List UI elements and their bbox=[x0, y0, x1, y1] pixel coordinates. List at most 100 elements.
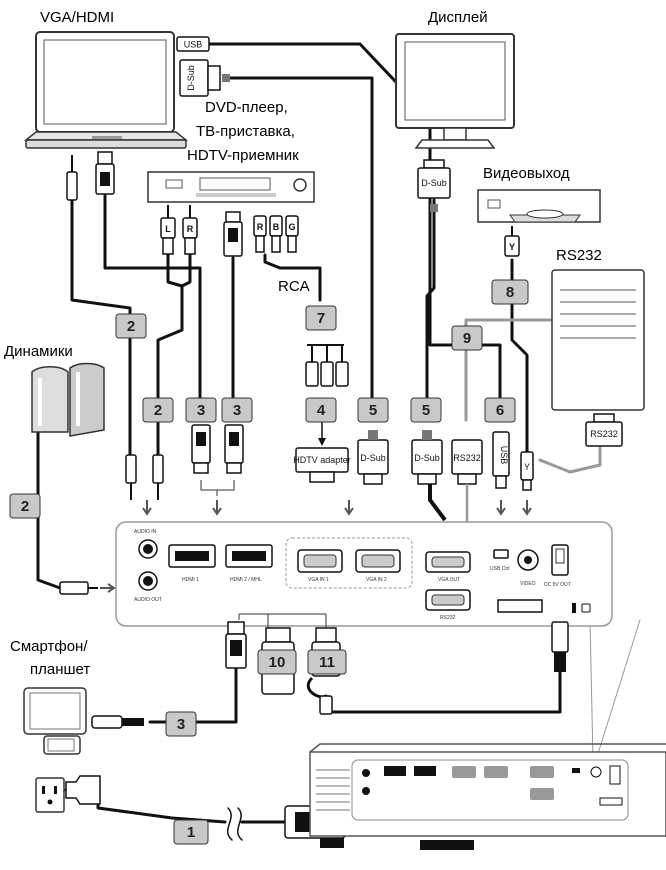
ferrite bbox=[222, 74, 230, 82]
video-out-label: Видеовыход bbox=[483, 165, 570, 182]
port-usb[interactable] bbox=[493, 549, 509, 559]
port-vga-in1-pins bbox=[303, 554, 337, 568]
leader-line bbox=[589, 619, 594, 761]
port-vga-out-pins bbox=[431, 556, 465, 568]
port-hdmi2-slot bbox=[232, 551, 266, 561]
dvd-label-2: ТВ-приставка, bbox=[196, 123, 295, 140]
tablet bbox=[23, 687, 87, 755]
micro-usb-plug bbox=[91, 715, 144, 729]
cable-break-mark-2 bbox=[236, 807, 243, 841]
badge-11: 11 bbox=[307, 649, 347, 675]
svg-text:1: 1 bbox=[187, 824, 195, 841]
svg-text:3: 3 bbox=[177, 716, 185, 733]
badges: 2 2 2 3 3 3 7 4 5 5 6 9 8 10 11 1 bbox=[9, 279, 529, 845]
svg-text:9: 9 bbox=[463, 330, 471, 347]
audio-plug-speaker bbox=[59, 581, 98, 595]
usb-plug-6: USB bbox=[492, 431, 510, 489]
rs232-label: RS232 bbox=[453, 453, 481, 463]
badge-4: 4 bbox=[305, 397, 337, 423]
svg-text:6: 6 bbox=[496, 402, 504, 419]
port-audio-in-label: AUDIO IN bbox=[134, 529, 157, 535]
svg-text:2: 2 bbox=[21, 498, 29, 515]
pc-tower bbox=[551, 269, 645, 411]
card-slot bbox=[497, 599, 543, 613]
port-vga-in1-label: VGA IN 1 bbox=[308, 577, 329, 583]
port-hdmi1-slot bbox=[175, 551, 209, 561]
badge-2-b: 2 bbox=[142, 397, 174, 423]
hdmi-plug-dvd bbox=[223, 211, 243, 257]
port-audio-out-hole bbox=[143, 576, 153, 586]
dvd-label-1: DVD-плеер, bbox=[205, 99, 288, 116]
hdmi-plug-laptop bbox=[95, 151, 115, 195]
power-plug bbox=[65, 775, 101, 805]
port-dc-out-label: DC 5V OUT bbox=[544, 582, 571, 588]
speakers-label: Динамики bbox=[4, 343, 73, 360]
rca-plugs-7 bbox=[305, 344, 349, 387]
dsub-label: D-Sub bbox=[414, 453, 440, 463]
badge-3-b: 3 bbox=[221, 397, 253, 423]
l-label: L bbox=[165, 224, 171, 234]
port-vga-in2-pins bbox=[361, 554, 395, 568]
badge-5-b: 5 bbox=[410, 397, 442, 423]
audio-plug-l: L bbox=[160, 205, 176, 255]
r-label: R bbox=[187, 224, 194, 234]
rca-label: RCA bbox=[278, 278, 310, 295]
port-hdmi2-label: HDMI 2 / MHL bbox=[230, 577, 262, 583]
hdmi-plugs-panel bbox=[191, 424, 244, 496]
dsub-plug-5a: D-Sub bbox=[357, 430, 389, 485]
projector-panel: AUDIO IN AUDIO OUT HDMI 1 HDMI 2 / MHL V… bbox=[115, 521, 613, 627]
dsub-label: D-Sub bbox=[186, 65, 196, 91]
usb-connector-laptop: USB bbox=[176, 36, 210, 52]
svg-text:5: 5 bbox=[369, 402, 377, 419]
port-hdmi1-label: HDMI 1 bbox=[182, 577, 199, 583]
rgb-b-label: B bbox=[273, 222, 280, 232]
svg-text:3: 3 bbox=[233, 402, 241, 419]
svg-text:2: 2 bbox=[127, 318, 135, 335]
cable-usb-power bbox=[324, 668, 562, 714]
video-plug-panel: Y bbox=[520, 451, 534, 491]
badge-3-a: 3 bbox=[185, 397, 217, 423]
port-audio-in-hole bbox=[143, 544, 153, 554]
badge-1: 1 bbox=[173, 819, 209, 845]
display-label: Дисплей bbox=[428, 9, 488, 26]
rs232-label: RS232 bbox=[590, 429, 618, 439]
leader-line bbox=[595, 619, 641, 761]
rgb-g-label: G bbox=[288, 222, 295, 232]
video-plug-y: Y bbox=[504, 226, 520, 257]
badge-9: 9 bbox=[451, 325, 483, 351]
badge-2-a: 2 bbox=[115, 313, 147, 339]
dsub-connector-laptop: D-Sub bbox=[179, 59, 221, 97]
port-rs232-pins bbox=[431, 594, 465, 606]
svg-text:8: 8 bbox=[506, 284, 514, 301]
usb-label: USB bbox=[499, 446, 509, 465]
hdmi-plug-mhl bbox=[225, 621, 247, 669]
rca-plugs-rbg: R B G bbox=[253, 215, 299, 253]
cable-audio-lr bbox=[156, 253, 184, 457]
cable-hdmi-laptop bbox=[103, 193, 202, 402]
speakers bbox=[31, 362, 105, 437]
ferrite bbox=[430, 204, 438, 212]
rgb-r-label: R bbox=[257, 222, 264, 232]
dsub-label: D-Sub bbox=[360, 453, 386, 463]
port-vga-in2-label: VGA IN 2 bbox=[366, 577, 387, 583]
audio-plugs-panel bbox=[125, 454, 164, 500]
port-audio-out-label: AUDIO OUT bbox=[134, 597, 162, 603]
cable-break-mark bbox=[226, 807, 233, 841]
cable-audio-laptop bbox=[70, 198, 132, 457]
lock-icon bbox=[581, 603, 591, 613]
svg-text:7: 7 bbox=[317, 310, 325, 327]
cable-usb bbox=[208, 42, 502, 402]
projector-body bbox=[309, 743, 666, 850]
cable-audio-r bbox=[180, 253, 192, 288]
wall-outlet bbox=[35, 777, 65, 813]
audio-plug-r: R bbox=[182, 205, 198, 255]
dsub-connector-display: D-Sub bbox=[417, 159, 451, 199]
hdtv-adapter-label: HDTV adapter bbox=[293, 455, 351, 465]
svg-text:2: 2 bbox=[154, 402, 162, 419]
port-dc-out-slot bbox=[555, 548, 565, 564]
smartphone-label-1: Смартфон/ bbox=[10, 638, 88, 655]
video-device bbox=[477, 189, 601, 223]
svg-text:4: 4 bbox=[317, 402, 326, 419]
svg-text:5: 5 bbox=[422, 402, 430, 419]
